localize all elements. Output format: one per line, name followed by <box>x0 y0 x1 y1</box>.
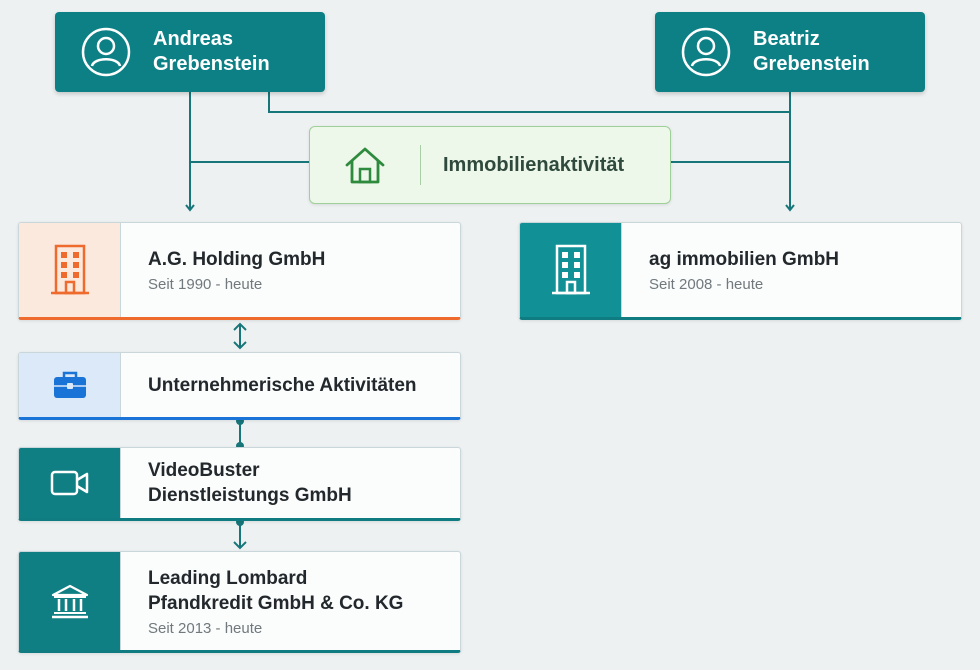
company-since: Seit 1990 - heute <box>148 276 263 293</box>
company-title-line: VideoBuster <box>148 460 260 481</box>
company-title-line: Pfandkredit GmbH & Co. KG <box>148 592 404 614</box>
company-title: VideoBuster Dienstleistungs GmbH <box>148 458 352 508</box>
company-text: VideoBuster Dienstleistungs GmbH <box>121 448 352 518</box>
user-circle-icon <box>681 27 731 77</box>
person-name: Beatriz Grebenstein <box>753 27 870 77</box>
company-icon-box <box>520 223 622 317</box>
bank-building-icon <box>51 584 88 619</box>
briefcase-icon <box>53 371 86 398</box>
person-name: Andreas Grebenstein <box>153 27 270 77</box>
person-last-name: Grebenstein <box>153 53 270 75</box>
person-first-name: Andreas <box>153 28 234 50</box>
company-text: A.G. Holding GmbH Seit 1990 - heute <box>121 223 325 317</box>
double-arrow-holding-activities <box>233 322 247 350</box>
company-title: A.G. Holding GmbH <box>148 249 326 270</box>
company-card-videobuster[interactable]: VideoBuster Dienstleistungs GmbH <box>18 447 461 521</box>
activity-divider <box>420 145 421 185</box>
company-title-line: Dienstleistungs GmbH <box>148 485 352 506</box>
company-text: ag immobilien GmbH Seit 2008 - heute <box>622 223 839 317</box>
activity-label: Immobilienaktivität <box>443 153 625 176</box>
house-icon <box>345 147 385 184</box>
video-camera-icon <box>50 470 88 496</box>
office-building-icon <box>50 244 89 295</box>
company-text: Unternehmerische Aktivitäten <box>121 353 417 417</box>
company-text: Leading Lombard Pfandkredit GmbH & Co. K… <box>121 552 403 650</box>
company-card-ag-holding[interactable]: A.G. Holding GmbH Seit 1990 - heute <box>18 222 461 320</box>
office-building-icon <box>551 244 590 295</box>
user-circle-icon <box>81 27 131 77</box>
person-andreas-grebenstein[interactable]: Andreas Grebenstein <box>55 12 325 92</box>
company-card-leading-lombard[interactable]: Leading Lombard Pfandkredit GmbH & Co. K… <box>18 551 461 653</box>
connector-andreas-to-beatriz-branch <box>268 92 790 113</box>
person-beatriz-grebenstein[interactable]: Beatriz Grebenstein <box>655 12 925 92</box>
company-title: ag immobilien GmbH <box>649 249 840 270</box>
company-since: Seit 2013 - heute <box>148 619 263 637</box>
company-icon-box <box>19 223 121 317</box>
company-title: Unternehmerische Aktivitäten <box>148 374 417 396</box>
activity-immobilien[interactable]: Immobilienaktivität <box>309 126 671 204</box>
company-icon-box <box>19 448 121 518</box>
person-last-name: Grebenstein <box>753 53 870 75</box>
activity-card-unternehmerische[interactable]: Unternehmerische Aktivitäten <box>18 352 461 420</box>
person-first-name: Beatriz <box>753 28 820 50</box>
company-title: Leading Lombard Pfandkredit GmbH & Co. K… <box>148 566 403 616</box>
company-title-line: Leading Lombard <box>148 567 308 589</box>
company-icon-box <box>19 552 121 650</box>
company-icon-box <box>19 353 121 417</box>
company-since: Seit 2008 - heute <box>649 276 764 293</box>
company-card-ag-immobilien[interactable]: ag immobilien GmbH Seit 2008 - heute <box>519 222 962 320</box>
